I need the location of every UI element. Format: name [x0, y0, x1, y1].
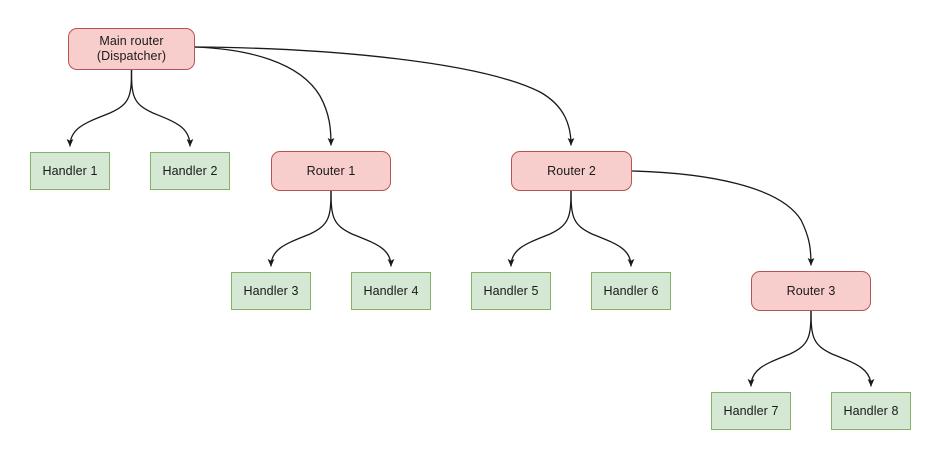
edge-router-1-to-handler-4 [330, 190, 395, 267]
node-handler-6[interactable]: Handler 6 [591, 272, 671, 310]
edge-router-1-to-handler-3 [267, 190, 332, 267]
edge-router-2-to-router-3 [631, 170, 815, 266]
node-router-2[interactable]: Router 2 [511, 151, 632, 191]
edge-router-3-to-handler-7 [747, 310, 812, 387]
edge-router-2-to-handler-5 [507, 190, 572, 267]
node-main-router[interactable]: Main router (Dispatcher) [68, 28, 195, 70]
edge-main-router-to-router-1 [194, 46, 335, 146]
node-router-1[interactable]: Router 1 [271, 151, 391, 191]
node-handler-5[interactable]: Handler 5 [471, 272, 551, 310]
node-handler-8[interactable]: Handler 8 [831, 392, 911, 430]
edge-main-router-to-router-2 [194, 46, 575, 146]
node-handler-3[interactable]: Handler 3 [231, 272, 311, 310]
node-handler-4[interactable]: Handler 4 [351, 272, 431, 310]
node-router-3[interactable]: Router 3 [751, 271, 871, 311]
node-handler-7[interactable]: Handler 7 [711, 392, 791, 430]
edge-router-3-to-handler-8 [810, 310, 875, 387]
edge-main-router-to-handler-2 [130, 69, 194, 147]
edge-router-2-to-handler-6 [570, 190, 635, 267]
edge-main-router-to-handler-1 [66, 69, 133, 147]
node-handler-1[interactable]: Handler 1 [30, 152, 110, 190]
node-handler-2[interactable]: Handler 2 [150, 152, 230, 190]
